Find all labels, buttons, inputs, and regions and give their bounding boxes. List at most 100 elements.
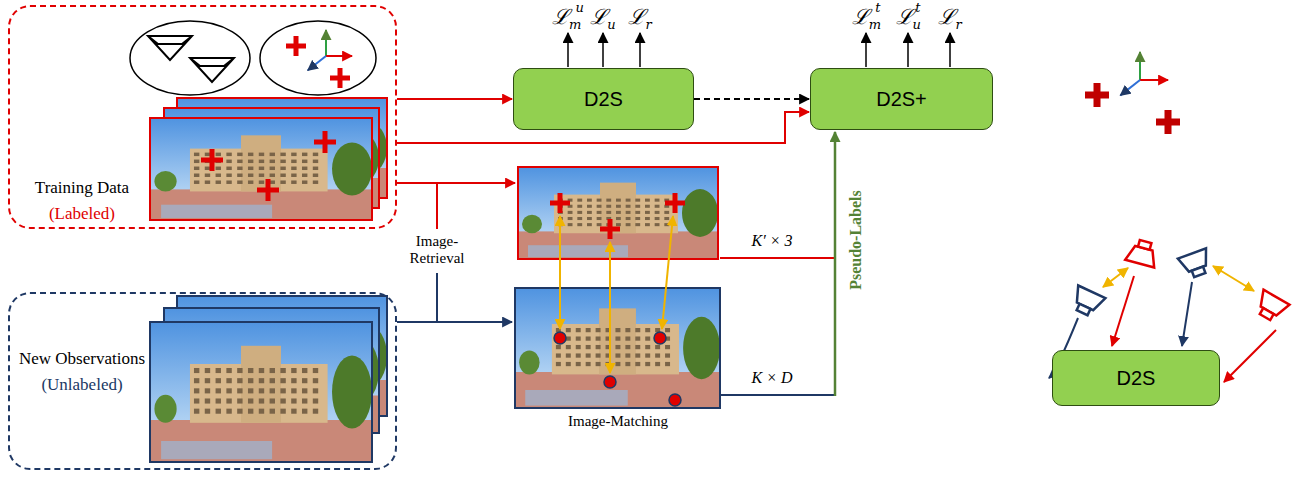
arrow-label: Pseudo-Labels <box>847 190 865 290</box>
drawing-part <box>291 388 296 393</box>
drawing-part <box>635 199 640 202</box>
drawing-part <box>566 353 571 357</box>
wire-line <box>1182 282 1192 346</box>
drawing-part <box>205 174 210 177</box>
drawing-part <box>615 362 620 366</box>
camera-icon <box>1252 290 1289 325</box>
drawing-part <box>226 368 231 373</box>
drawing-part <box>205 409 210 414</box>
drawing-part <box>194 160 199 163</box>
loss-symbol: ℒ <box>552 5 569 29</box>
drawing-part <box>597 211 602 214</box>
wire-line <box>720 257 835 259</box>
drawing-part <box>248 398 253 403</box>
drawing-part <box>525 390 628 406</box>
drawing-part <box>626 217 631 220</box>
drawing-part <box>237 409 242 414</box>
drawing-part <box>270 368 275 373</box>
drawing-part <box>194 167 199 170</box>
axis-arrow <box>1140 79 1168 81</box>
match-arrow <box>1103 268 1128 287</box>
drawing-part <box>226 174 231 177</box>
drawing-part <box>665 328 670 332</box>
drawing-part <box>216 153 221 156</box>
drawing-part <box>655 205 660 208</box>
landmark-cross <box>330 68 350 88</box>
drawing-part <box>259 153 264 156</box>
drawing-part <box>556 353 561 357</box>
drawing-part <box>150 322 372 462</box>
drawing-part <box>568 211 573 214</box>
match-arrow <box>609 242 611 373</box>
drawing-part <box>596 353 601 357</box>
landmark-cross <box>201 149 223 171</box>
loss-subscript: u <box>913 17 921 32</box>
drawing-part <box>226 388 231 393</box>
drawing-part <box>522 215 542 233</box>
drawing-part <box>248 368 253 373</box>
text-holder: D2S <box>514 69 693 129</box>
drawing-part <box>194 398 199 403</box>
drawing-part <box>226 167 231 170</box>
drawing-part <box>597 217 602 220</box>
drawing-part <box>248 160 253 163</box>
landmark-cross <box>600 219 620 239</box>
drawing-part <box>154 171 176 191</box>
loss-arrow <box>639 33 641 67</box>
drawing-part <box>655 217 660 220</box>
landmark-cross <box>1085 83 1109 107</box>
drawing-part <box>216 409 221 414</box>
drawing-part <box>216 388 221 393</box>
drawing-part <box>237 167 242 170</box>
drawing-part <box>291 378 296 383</box>
text-holder: Training Data(Labeled) <box>12 175 152 226</box>
drawing-part <box>280 152 285 155</box>
drawing-part <box>655 353 660 357</box>
drawing-part <box>625 328 630 332</box>
drawing-part <box>259 368 264 373</box>
drawing-part <box>655 362 660 366</box>
drawing-part <box>1192 267 1206 278</box>
loss-symbol: ℒ <box>590 5 607 29</box>
annotation-label: K × D <box>751 369 792 387</box>
drawing-part <box>655 211 660 214</box>
camera-icon <box>1125 238 1160 268</box>
drawing-part <box>665 353 670 357</box>
drawing-part <box>606 199 611 202</box>
drawing-part <box>586 328 591 332</box>
drawing-part <box>260 152 265 155</box>
annotation-label: Image-Matching <box>568 413 668 430</box>
drawing-part <box>587 211 592 214</box>
drawing-part <box>237 388 242 393</box>
drawing-part <box>576 353 581 357</box>
drawing-part <box>645 328 650 332</box>
drawing-part <box>280 180 285 183</box>
camera-ellipse <box>130 21 250 95</box>
pseudo-label-arrow <box>834 132 837 396</box>
camera-icon <box>1178 248 1214 280</box>
text-holder: D2S <box>1053 351 1219 405</box>
drawing-part <box>237 378 242 383</box>
drawing-part <box>216 167 221 170</box>
drawing-part <box>216 368 221 373</box>
drawing-part <box>577 211 582 214</box>
drawing-part <box>226 153 231 156</box>
drawing-part <box>150 118 372 220</box>
drawing-part <box>226 160 231 163</box>
model-box: D2S+ <box>810 68 993 130</box>
loss-term: ℒmu <box>552 2 584 32</box>
drawing-part <box>616 205 621 208</box>
drawing-part <box>270 388 275 393</box>
wire-line <box>397 321 512 323</box>
keypoint-dot <box>554 332 566 344</box>
loss-arrow <box>865 33 867 67</box>
drawing-part <box>586 336 591 340</box>
drawing-part <box>259 160 264 163</box>
drawing-part <box>587 205 592 208</box>
loss-arrow <box>907 33 909 67</box>
drawing-part <box>645 336 650 340</box>
flow-arrow <box>694 98 809 100</box>
node-text: D2S+ <box>876 88 927 111</box>
drawing-part <box>291 409 296 414</box>
drawing-part <box>635 211 640 214</box>
